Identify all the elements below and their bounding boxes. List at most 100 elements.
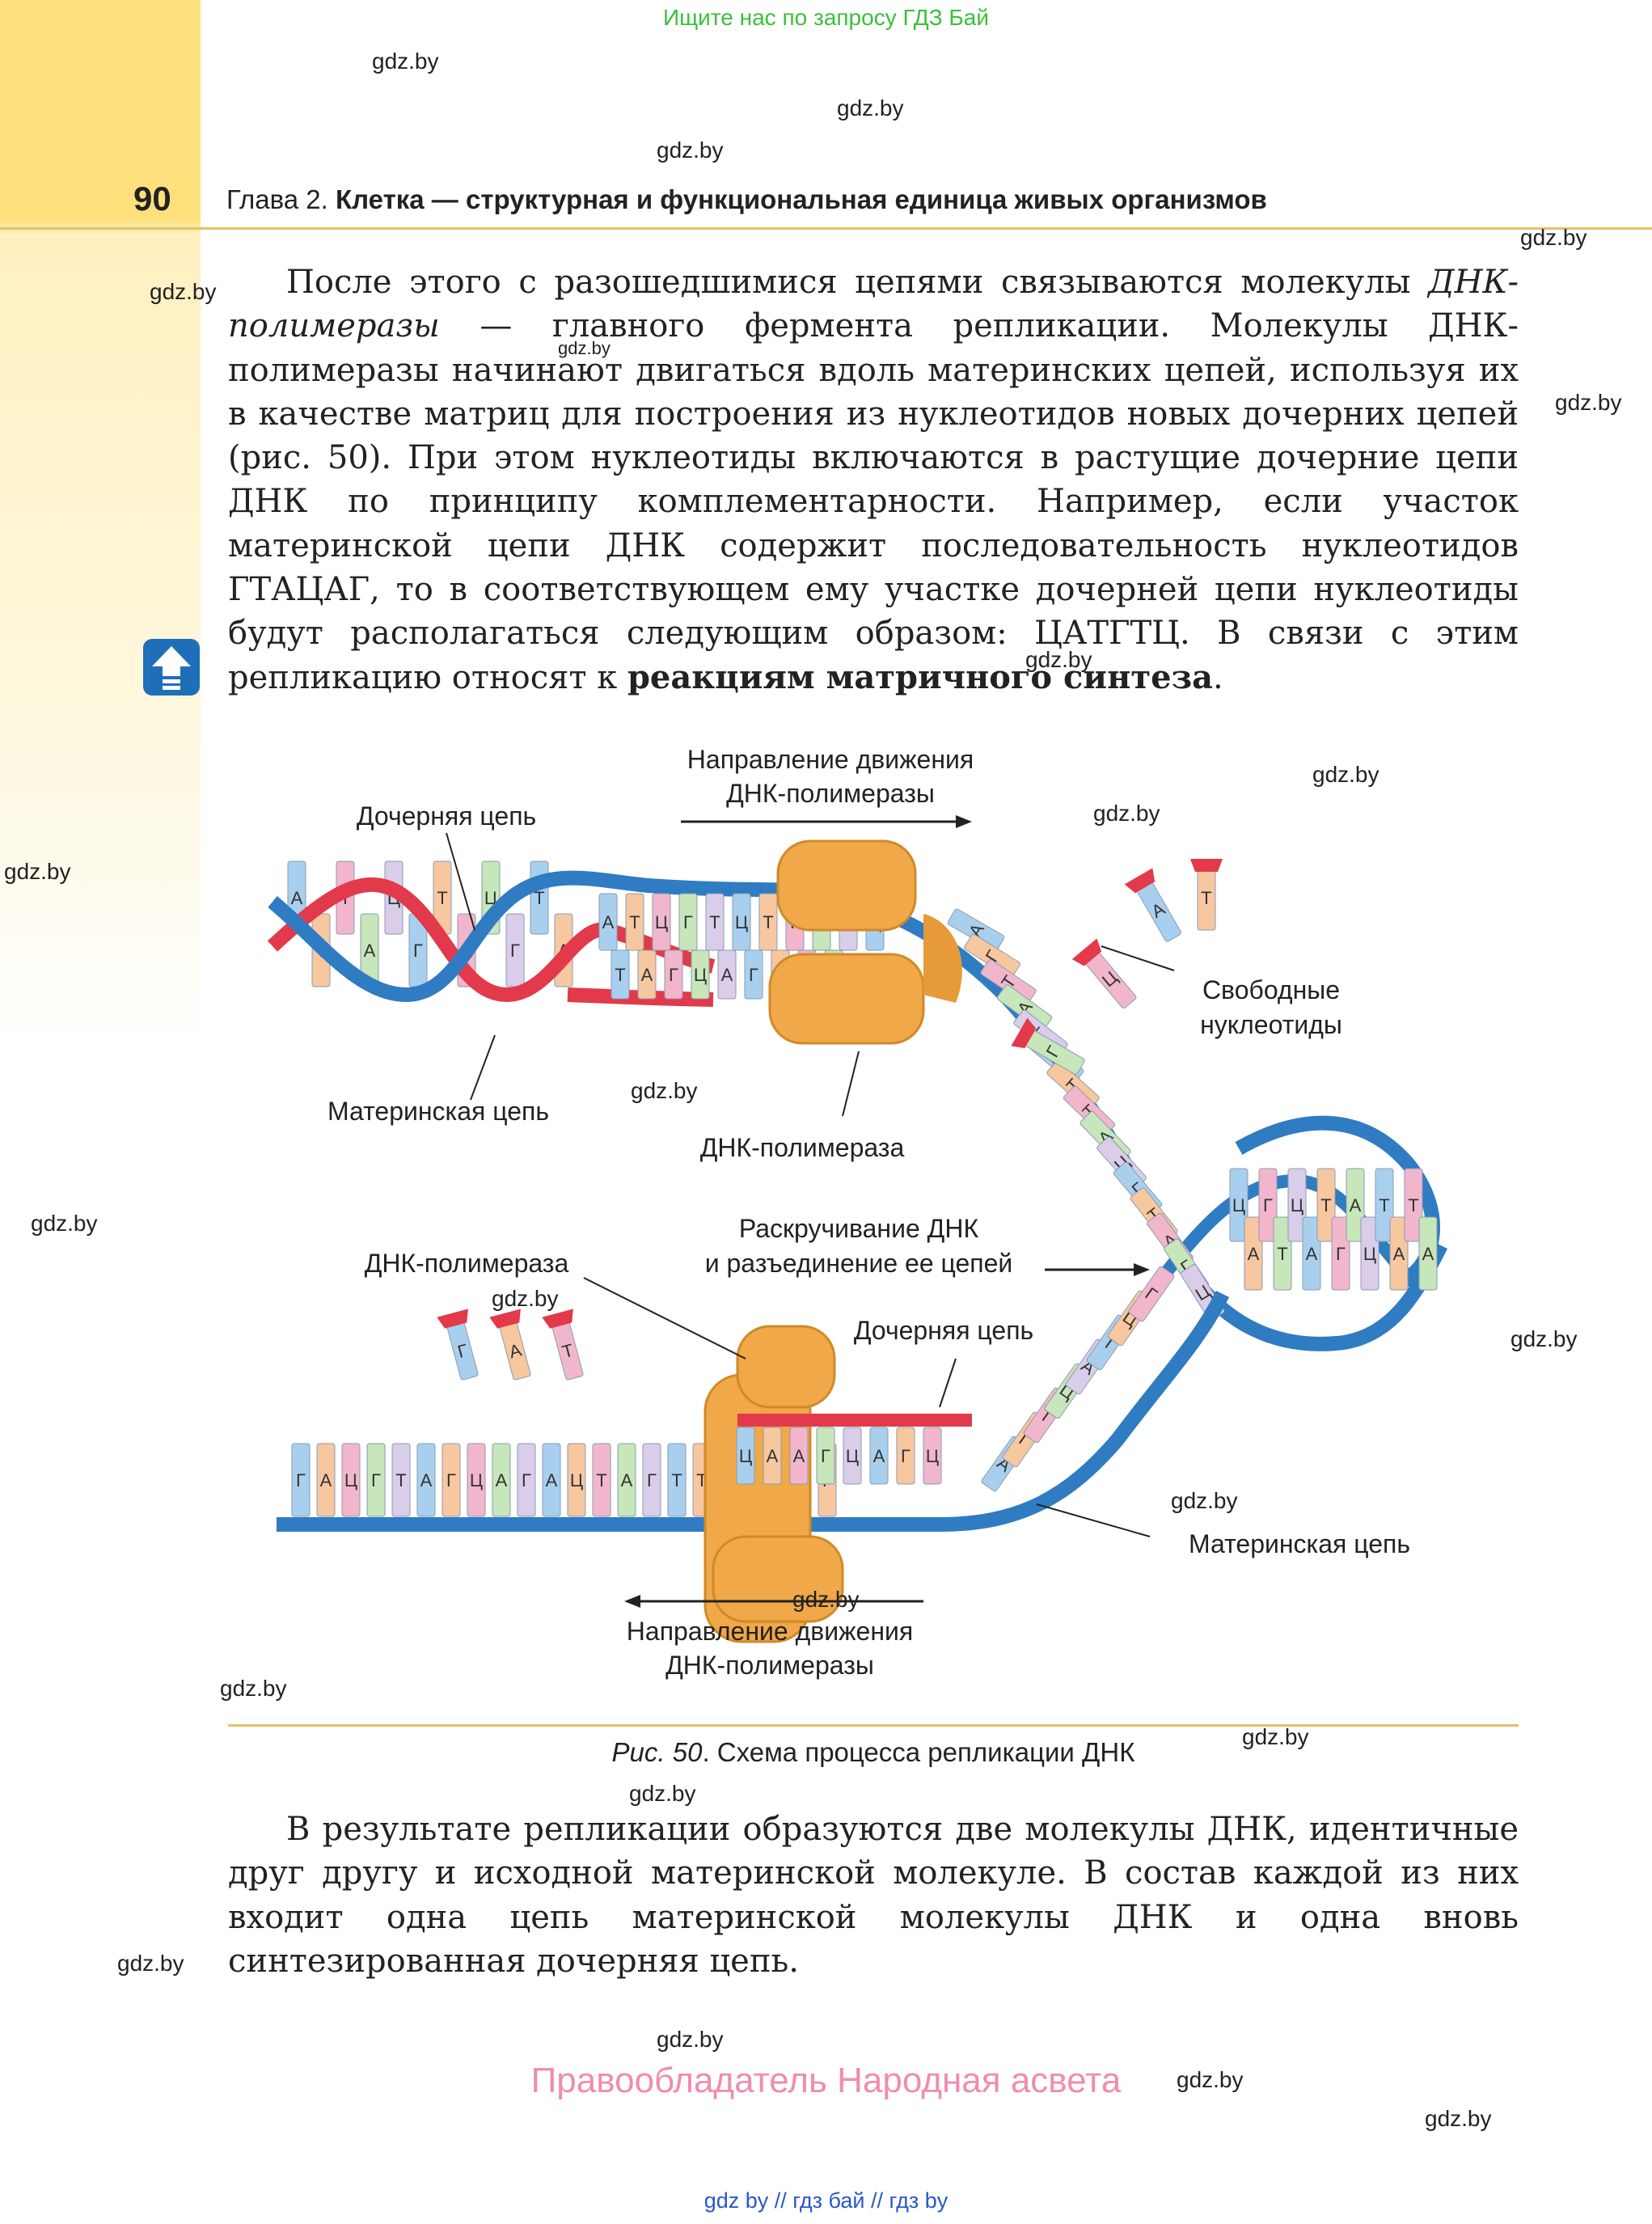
watermark: gdz.by [492, 1286, 559, 1311]
nucleotide-letter: А [364, 941, 376, 961]
phosphate-cap [1124, 868, 1156, 894]
watermark: gdz.by [1242, 1724, 1309, 1749]
nucleotide-letter: А [767, 1446, 779, 1466]
nucleotide-letter: Г [669, 965, 678, 985]
nucleotide-letter: Г [296, 1470, 306, 1490]
nucleotide: А [416, 1443, 436, 1517]
nucleotide: А [1389, 1216, 1409, 1291]
label-direction-top-2: ДНК-полимеразы [726, 779, 935, 808]
bottom-daughter-strand [737, 1414, 972, 1427]
nucleotide: А [1244, 1216, 1263, 1291]
nucleotide-letter: Г [821, 1446, 830, 1466]
nucleotide-letter: Г [371, 1470, 381, 1490]
watermark: gdz.by [792, 1587, 860, 1612]
nucleotide-letter: А [1422, 1244, 1434, 1264]
nucleotide: А [598, 893, 618, 951]
paragraph-1-term: ДНК-полимеразы [228, 264, 1519, 345]
nucleotide-letter: Т [596, 1470, 606, 1490]
nucleotide: Г [816, 1427, 835, 1485]
nucleotide-letter: Ц [739, 1446, 752, 1466]
nucleotide: А [542, 1443, 561, 1517]
nucleotide: Г [964, 933, 1020, 979]
nucleotide: Ц [1229, 1168, 1249, 1242]
bottom-links[interactable]: gdz by // гдз бай // гдз by [703, 2188, 949, 2213]
nucleotide-letter: Т [534, 888, 544, 908]
nucleotide: А [489, 1309, 531, 1380]
top-note-link[interactable]: Ищите нас по запросу ГДЗ Бай [662, 5, 990, 30]
nucleotide: А [1302, 1216, 1321, 1291]
watermark: gdz.by [31, 1211, 98, 1236]
nucleotide: Т [611, 949, 630, 1000]
chapter-title: Клетка — структурная и функциональная ед… [336, 184, 1267, 214]
nucleotide: А [1124, 868, 1181, 942]
nucleotide-letter: Т [1379, 1195, 1389, 1216]
nucleotide: Т [433, 860, 452, 935]
nucleotide-letter: Ц [735, 912, 748, 932]
nucleotide-letter: Г [647, 1470, 657, 1490]
nucleotide-letter: Т [615, 965, 625, 985]
nucleotide: Г [744, 949, 763, 1000]
nucleotide-letter: Ц [1232, 1195, 1245, 1216]
nucleotide: Ц [341, 1443, 361, 1517]
nucleotide: Т [530, 860, 549, 935]
nucleotide: Т [542, 1309, 584, 1380]
nucleotide-letter: Т [560, 1340, 575, 1363]
nucleotide: А [617, 1443, 636, 1517]
nucleotide-letter: Г [510, 941, 520, 961]
phosphate-cap [1011, 1017, 1037, 1049]
nucleotide: Т [758, 893, 778, 951]
nucleotide: Г [1258, 1168, 1278, 1242]
watermark: gdz.by [629, 1781, 696, 1806]
nucleotide: Ц [467, 1443, 486, 1517]
watermark: gdz.by [1025, 647, 1092, 672]
nucleotide: Г [1011, 1017, 1085, 1075]
nucleotide: Т [1190, 859, 1223, 931]
nucleotide: Г [664, 949, 683, 1000]
nucleotide-letter: Ц [484, 888, 497, 908]
phosphate-cap [437, 1309, 468, 1329]
label-direction-bottom-2: ДНК-полимеразы [665, 1651, 874, 1680]
watermark: gdz.by [150, 279, 217, 304]
paragraph-1-text-b: — главного фермента репликации. Молекулы… [228, 307, 1519, 696]
label-unwinding-2: и разъединение ее цепей [705, 1249, 1013, 1278]
nucleotide-letter: А [420, 1470, 433, 1490]
nucleotide: Т [1316, 1168, 1336, 1242]
nucleotide: Т [592, 1443, 611, 1517]
copyright-notice: Правообладатель Народная асвета [530, 2061, 1122, 2100]
nucleotide-letter: Г [901, 1446, 911, 1466]
label-daughter-bottom: Дочерняя цепь [854, 1316, 1033, 1345]
nucleotide-letter: А [1393, 1244, 1405, 1264]
nucleotide: Г [678, 893, 698, 951]
watermark: gdz.by [558, 338, 611, 358]
watermark: gdz.by [1520, 225, 1587, 250]
watermark: gdz.by [657, 2027, 724, 2052]
paragraph-1-text-c: . [1213, 658, 1223, 696]
nucleotide: Т [391, 1443, 411, 1517]
nucleotide: А [492, 1443, 511, 1517]
nucleotide: Г [437, 1309, 479, 1380]
nucleotide-letter: Т [437, 888, 447, 908]
watermark: gdz.by [1425, 2106, 1492, 2131]
nucleotide-letter: Т [1320, 1195, 1331, 1216]
page-number: 90 [133, 180, 171, 218]
label-maternal-top: Материнская цепь [327, 1097, 549, 1126]
nucleotide: Г [442, 1443, 461, 1517]
nucleotide: Ц [923, 1427, 942, 1485]
nucleotide-letter: А [320, 1470, 332, 1490]
label-direction-top-1: Направление движения [687, 745, 974, 774]
watermark: gdz.by [1171, 1488, 1238, 1513]
nucleotide-letter: Г [522, 1470, 531, 1490]
nucleotide-letter: Т [1277, 1244, 1287, 1264]
nucleotide: Г [642, 1443, 661, 1517]
label-maternal-bottom: Материнская цепь [1189, 1529, 1410, 1558]
watermark: gdz.by [1177, 2067, 1244, 2092]
nucleotide: Ц [843, 1427, 862, 1485]
blue-strand-top [268, 870, 763, 1003]
